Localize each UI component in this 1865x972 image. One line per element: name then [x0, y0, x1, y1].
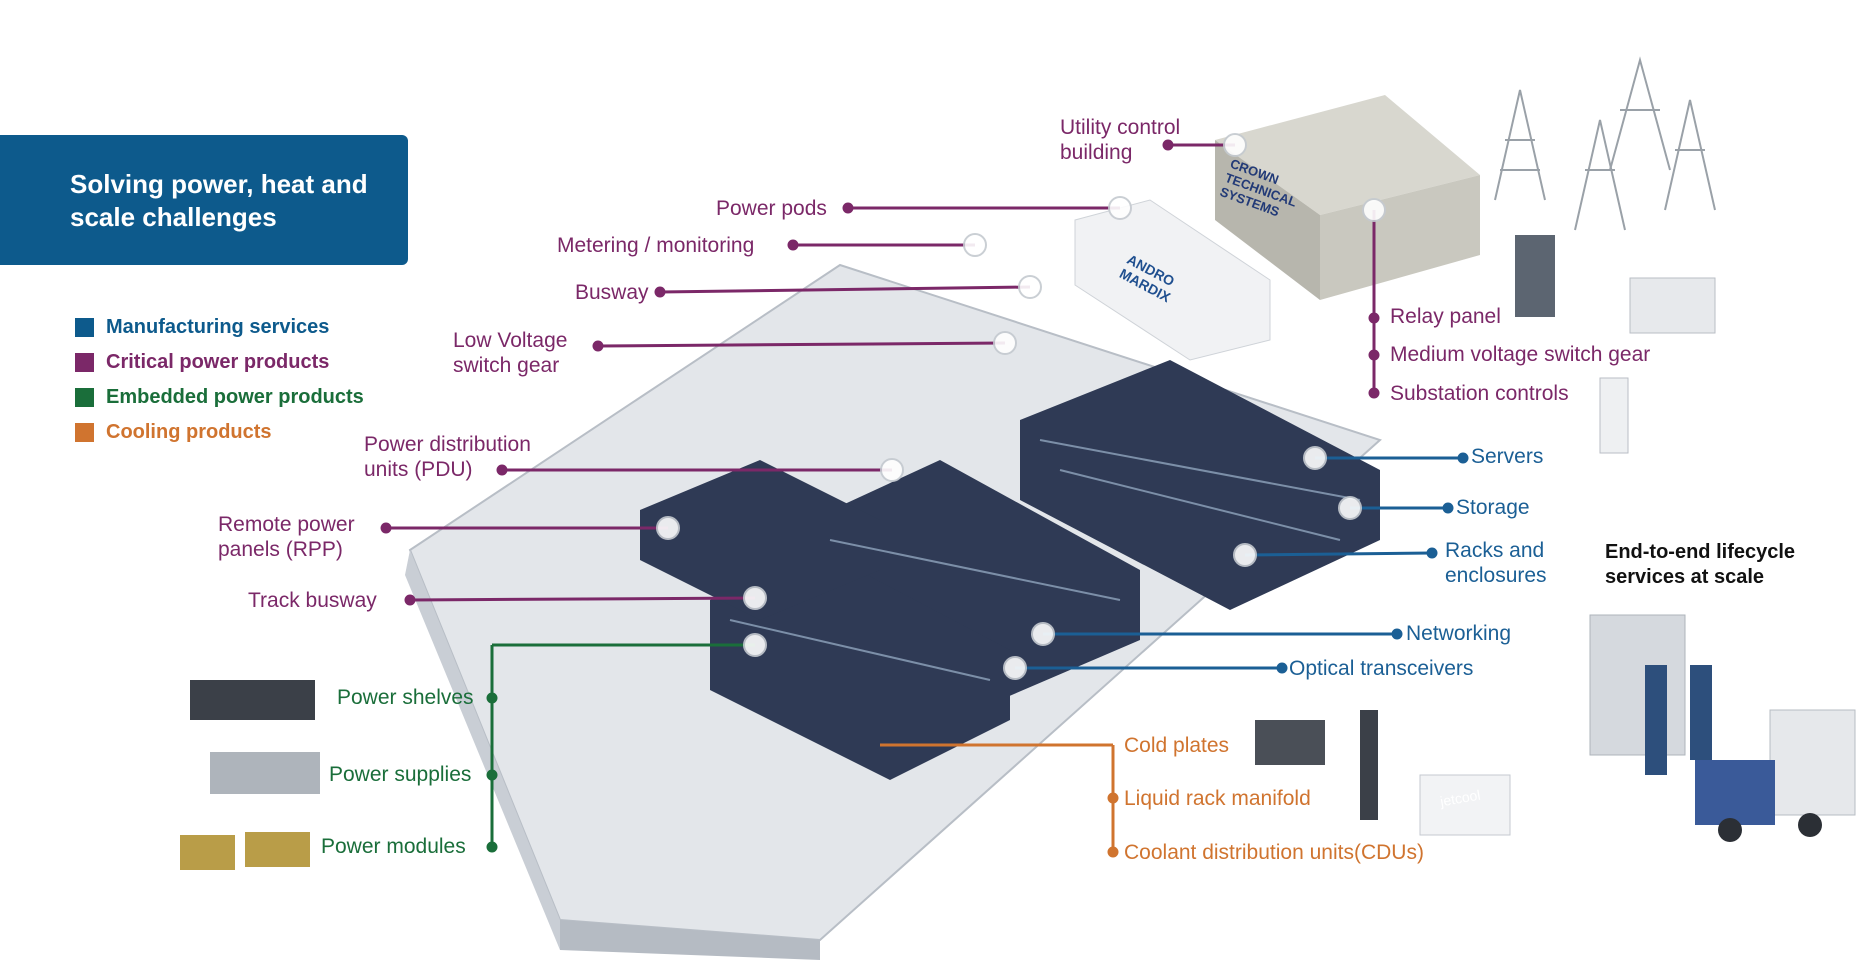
- legend-label: Embedded power products: [106, 386, 364, 408]
- truck-wheel-2: [1798, 813, 1822, 837]
- label-lifecycle-services: End-to-end lifecycle services at scale: [1605, 541, 1796, 588]
- mv-switchgear-image: [1629, 277, 1716, 334]
- label-cold-plates: Cold plates: [1124, 734, 1230, 757]
- utility-building-top: [1215, 95, 1480, 215]
- technician-2: [1690, 665, 1712, 760]
- label-optical-transceivers: Optical transceivers: [1289, 657, 1474, 680]
- label-busway: Busway: [575, 281, 649, 304]
- legend-label: Critical power products: [106, 351, 330, 373]
- label-power-pods: Power pods: [716, 197, 827, 220]
- utility-building-side: [1215, 140, 1320, 300]
- server-aisles: [640, 360, 1380, 780]
- label-pdu: Power distribution units (PDU): [364, 433, 531, 481]
- label-networking: Networking: [1406, 622, 1512, 645]
- label-track-busway: Track busway: [248, 589, 377, 612]
- label-substation-controls: Substation controls: [1390, 382, 1569, 405]
- label-rpp: Remote power panels (RPP): [218, 513, 355, 561]
- lifecycle-cabinet-image: [1589, 614, 1686, 756]
- building-wall-front: [560, 920, 820, 960]
- building-wall-left: [405, 550, 560, 950]
- relay-panel-image: [1515, 235, 1555, 317]
- legend-item-manufacturing: Manufacturing services: [75, 310, 364, 345]
- legend-item-cooling: Cooling products: [75, 415, 364, 450]
- aisle-highlights: [729, 439, 1361, 681]
- label-relay-panel: Relay panel: [1390, 305, 1501, 328]
- andro-module: [1074, 199, 1271, 361]
- cold-plate-image: [1255, 720, 1325, 765]
- label-medium-voltage-switch-gear: Medium voltage switch gear: [1390, 343, 1651, 366]
- legend-label: Manufacturing services: [106, 316, 330, 338]
- label-cdus: Coolant distribution units(CDUs): [1124, 841, 1424, 864]
- label-servers: Servers: [1471, 445, 1544, 468]
- legend-label: Cooling products: [106, 421, 272, 443]
- legend-swatch: [75, 318, 94, 337]
- label-low-voltage-switch-gear: Low Voltage switch gear: [453, 329, 568, 377]
- label-power-supplies: Power supplies: [329, 763, 472, 786]
- legend-item-critical-power: Critical power products: [75, 345, 364, 380]
- transmission-towers: [1494, 56, 1716, 231]
- substation-controls-image: [1599, 377, 1629, 454]
- label-storage: Storage: [1456, 496, 1530, 519]
- legend-swatch: [75, 388, 94, 407]
- label-utility-control-building: Utility control building: [1060, 116, 1181, 164]
- page-title: Solving power, heat and scale challenges: [70, 169, 368, 232]
- power-supply-image: [210, 752, 320, 794]
- power-module-image-2: [245, 832, 310, 867]
- lifecycle-truck-cab: [1695, 760, 1775, 825]
- power-shelf-image: [190, 680, 315, 720]
- liquid-rack-manifold-image: [1360, 710, 1378, 820]
- utility-building-front: [1320, 175, 1480, 300]
- legend-item-embedded-power: Embedded power products: [75, 380, 364, 415]
- truck-wheel-1: [1718, 818, 1742, 842]
- power-module-image-1: [180, 835, 235, 870]
- legend-swatch: [75, 353, 94, 372]
- label-metering-monitoring: Metering / monitoring: [557, 234, 755, 257]
- title-panel: [0, 135, 408, 265]
- label-liquid-rack-manifold: Liquid rack manifold: [1124, 787, 1311, 810]
- label-power-modules: Power modules: [321, 835, 466, 858]
- legend-swatch: [75, 423, 94, 442]
- technician-1: [1645, 665, 1667, 775]
- label-power-shelves: Power shelves: [337, 686, 474, 709]
- cdu-image: [1419, 774, 1511, 836]
- label-racks-enclosures: Racks and enclosures: [1445, 539, 1547, 587]
- legend: Manufacturing services Critical power pr…: [75, 310, 364, 450]
